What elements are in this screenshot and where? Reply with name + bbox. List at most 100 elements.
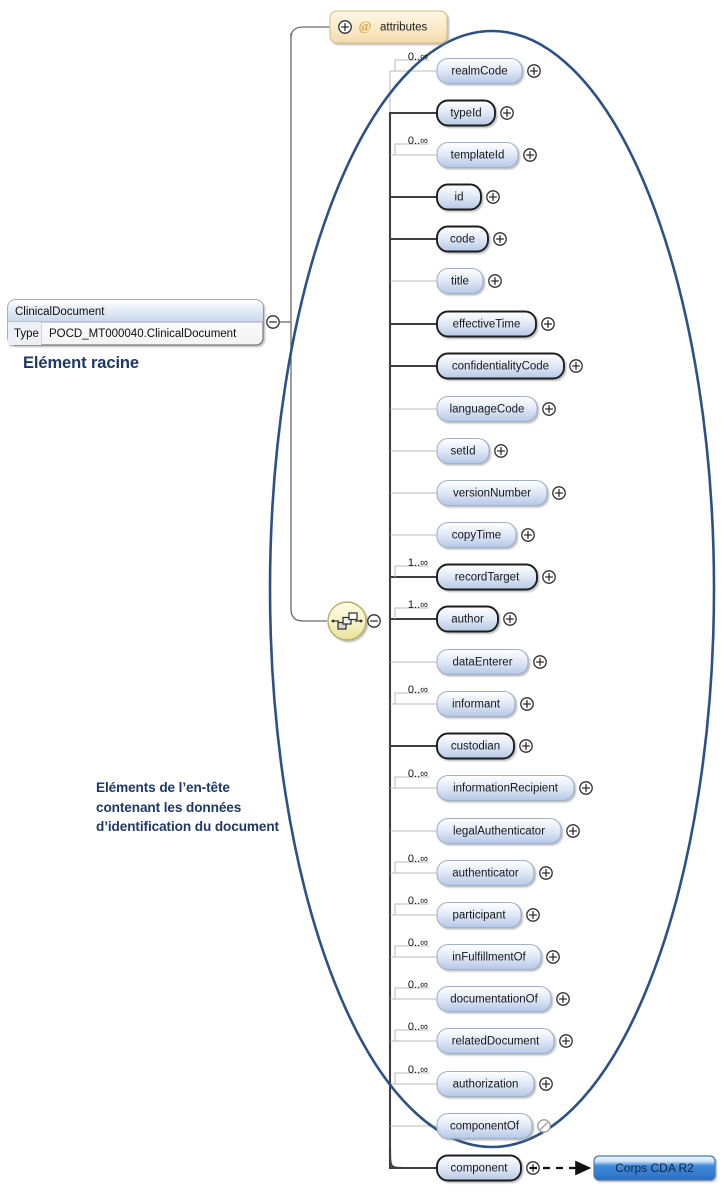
element-node-authorization[interactable]: authorization (436, 1070, 535, 1098)
element-node-languageCode[interactable]: languageCode (436, 395, 538, 423)
expander-plus-icon-participant[interactable] (526, 908, 540, 922)
element-node-informant[interactable]: informant (436, 690, 516, 718)
annotation-header-elements: Eléments de l’en-tête contenant les donn… (96, 780, 279, 834)
attributes-node[interactable]: @ attributes (329, 10, 448, 44)
element-box[interactable] (436, 859, 535, 887)
element-node-componentOf[interactable]: componentOf (436, 1112, 533, 1140)
expander-plus-icon-copyTime[interactable] (521, 528, 535, 542)
element-box[interactable] (436, 1154, 522, 1182)
expander-plus-icon-id[interactable] (486, 190, 500, 204)
element-node-component[interactable]: component (436, 1154, 522, 1182)
element-box[interactable] (436, 310, 537, 338)
expander-plus-icon-informationRecipient[interactable] (579, 781, 593, 795)
element-box[interactable] (436, 141, 519, 169)
expander-plus-icon-authenticator[interactable] (539, 866, 553, 880)
element-label: relatedDocument (452, 1036, 540, 1048)
expander-plus-icon-custodian[interactable] (519, 739, 533, 753)
cardinality-label-authenticator: 0..∞ (408, 853, 428, 865)
root-node-clinicaldocument[interactable]: ClinicalDocument Type POCD_MT000040.Clin… (7, 299, 264, 346)
expander-plus-icon-confidentialityCode[interactable] (569, 359, 583, 373)
element-box[interactable] (436, 817, 562, 845)
expander-plus-icon-authorization[interactable] (539, 1077, 553, 1091)
element-box[interactable] (436, 183, 482, 211)
element-node-copyTime[interactable]: copyTime (436, 521, 517, 549)
cardinality-label-realmCode: 0..∞ (408, 51, 428, 63)
element-box[interactable] (436, 648, 529, 676)
expander-plus-icon-typeId[interactable] (500, 106, 514, 120)
element-label: typeId (450, 108, 481, 120)
element-node-versionNumber[interactable]: versionNumber (436, 479, 548, 507)
element-node-id[interactable]: id (436, 183, 482, 211)
element-node-relatedDocument[interactable]: relatedDocument (436, 1027, 555, 1055)
element-node-recordTarget[interactable]: recordTarget (436, 563, 538, 591)
element-box[interactable] (436, 690, 516, 718)
element-node-inFulfillmentOf[interactable]: inFulfillmentOf (436, 943, 542, 971)
cardinality-label-documentationOf: 0..∞ (408, 979, 428, 991)
element-label: realmCode (451, 66, 507, 78)
element-box[interactable] (436, 521, 517, 549)
element-node-confidentialityCode[interactable]: confidentialityCode (436, 352, 565, 380)
element-box[interactable] (436, 267, 484, 295)
expander-plus-icon-code[interactable] (493, 232, 507, 246)
expander-plus-icon-documentationOf[interactable] (556, 992, 570, 1006)
attributes-expander-plus-icon[interactable] (338, 20, 352, 34)
expander-plus-icon-informant[interactable] (520, 697, 534, 711)
element-node-legalAuthenticator[interactable]: legalAuthenticator (436, 817, 562, 845)
expander-plus-icon-versionNumber[interactable] (552, 486, 566, 500)
element-box[interactable] (436, 479, 548, 507)
body-node-corps-cda[interactable]: Corps CDA R2 (593, 1155, 716, 1181)
element-label: code (450, 234, 475, 246)
element-label: component (451, 1163, 509, 1175)
element-box[interactable] (436, 99, 496, 127)
element-box[interactable] (436, 1027, 555, 1055)
element-box[interactable] (436, 1070, 535, 1098)
expander-plus-icon-recordTarget[interactable] (542, 570, 556, 584)
expander-plus-icon-componentOf[interactable] (537, 1119, 551, 1133)
element-box[interactable] (436, 901, 522, 929)
element-node-participant[interactable]: participant (436, 901, 522, 929)
sequence-compositor-node[interactable] (327, 601, 381, 641)
expander-plus-icon-legalAuthenticator[interactable] (566, 824, 580, 838)
cardinality-label-authorization: 0..∞ (408, 1064, 428, 1076)
element-box[interactable] (436, 57, 523, 85)
element-node-documentationOf[interactable]: documentationOf (436, 985, 552, 1013)
sequence-expander-minus-icon[interactable] (367, 614, 381, 628)
header-highlight-ellipse (268, 29, 716, 1149)
expander-plus-icon-inFulfillmentOf[interactable] (546, 950, 560, 964)
element-node-effectiveTime[interactable]: effectiveTime (436, 310, 537, 338)
element-box[interactable] (436, 1112, 533, 1140)
expander-plus-icon-templateId[interactable] (523, 148, 537, 162)
element-node-informationRecipient[interactable]: informationRecipient (436, 774, 575, 802)
element-node-dataEnterer[interactable]: dataEnterer (436, 648, 529, 676)
expander-plus-icon-realmCode[interactable] (527, 64, 541, 78)
element-box[interactable] (436, 225, 489, 253)
element-box[interactable] (436, 395, 538, 423)
expander-plus-icon-title[interactable] (488, 274, 502, 288)
element-node-code[interactable]: code (436, 225, 489, 253)
element-box[interactable] (436, 774, 575, 802)
expander-plus-icon-setId[interactable] (494, 444, 508, 458)
element-node-realmCode[interactable]: realmCode (436, 57, 523, 85)
expander-plus-icon-effectiveTime[interactable] (541, 317, 555, 331)
element-node-title[interactable]: title (436, 267, 484, 295)
element-node-author[interactable]: author (436, 605, 499, 633)
element-box[interactable] (436, 563, 538, 591)
element-box[interactable] (436, 437, 490, 465)
element-connectors (388, 59, 437, 1170)
element-node-custodian[interactable]: custodian (436, 732, 515, 760)
element-box[interactable] (436, 605, 499, 633)
element-box[interactable] (436, 943, 542, 971)
element-box[interactable] (436, 985, 552, 1013)
expander-plus-icon-dataEnterer[interactable] (533, 655, 547, 669)
expander-plus-icon-languageCode[interactable] (542, 402, 556, 416)
element-node-setId[interactable]: setId (436, 437, 490, 465)
cardinality-hook-informationRecipient (394, 776, 429, 788)
element-box[interactable] (436, 732, 515, 760)
expander-plus-icon-relatedDocument[interactable] (559, 1034, 573, 1048)
expander-plus-icon-author[interactable] (503, 612, 517, 626)
root-expander-minus-icon[interactable] (266, 315, 280, 329)
element-node-templateId[interactable]: templateId (436, 141, 519, 169)
element-box[interactable] (436, 352, 565, 380)
element-node-authenticator[interactable]: authenticator (436, 859, 535, 887)
element-node-typeId[interactable]: typeId (436, 99, 496, 127)
